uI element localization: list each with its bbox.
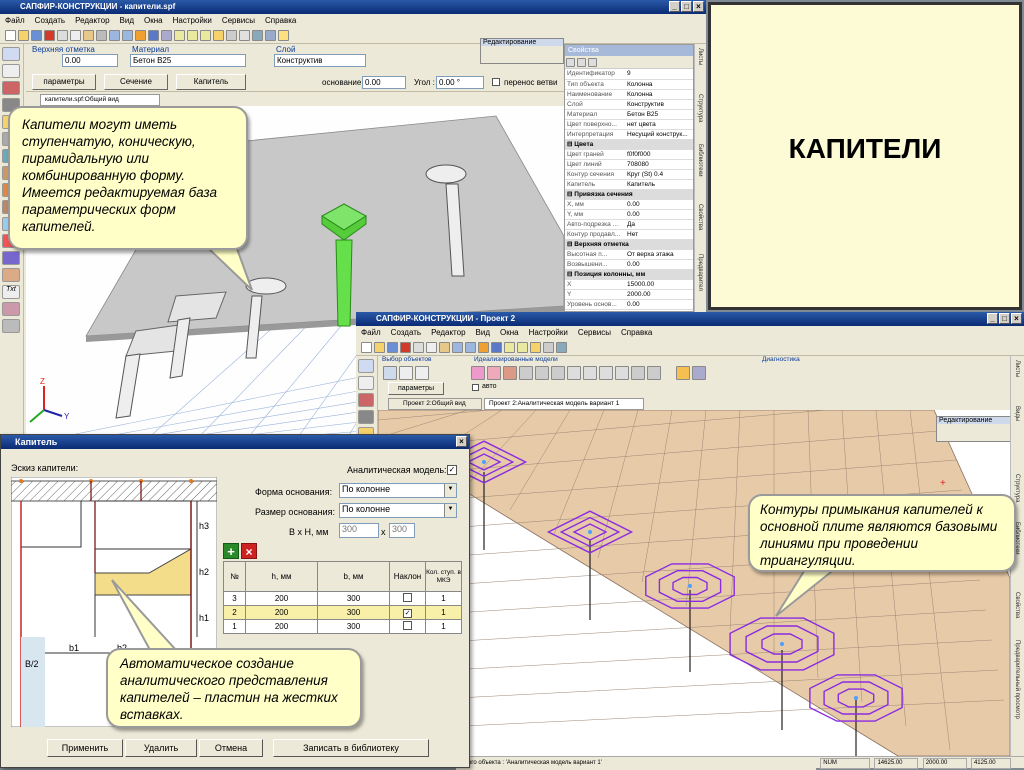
callout-contours: Контуры примыкания капителей к основной … <box>748 494 1016 572</box>
callout-analytical: Автоматическое создание аналитического п… <box>106 648 362 728</box>
callout-capital-shapes: Капители могут иметь ступенчатую, кониче… <box>8 106 248 250</box>
